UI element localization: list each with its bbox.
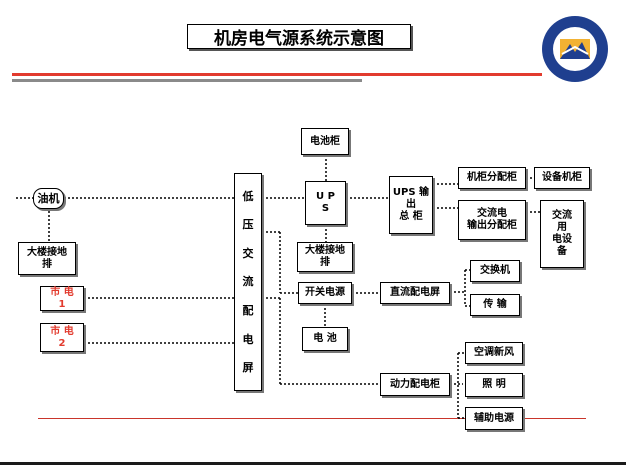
network-switch-node: 交换机 bbox=[470, 260, 520, 282]
dc-panel-node: 直流配电屏 bbox=[380, 282, 450, 304]
rack-distribution-node: 机柜分配柜 bbox=[458, 167, 526, 189]
lighting-node: 照 明 bbox=[465, 373, 523, 397]
header-rule-gray bbox=[12, 79, 362, 82]
mains-1-line2: 1 bbox=[58, 298, 66, 310]
switch-power-node: 开关电源 bbox=[298, 282, 352, 304]
ups-output-panel-node: UPS 输 出 总 柜 bbox=[389, 176, 433, 234]
ac-distribution-line1: 交流电 bbox=[477, 208, 507, 219]
equipment-rack-node: 设备机柜 bbox=[534, 167, 590, 189]
mains-2-node: 市 电 2 bbox=[40, 323, 84, 352]
ac-distribution-line2: 输出分配柜 bbox=[467, 220, 517, 231]
low-voltage-char-2: 压 bbox=[242, 218, 254, 232]
battery-node: 电 池 bbox=[302, 327, 348, 351]
footer-rule-red bbox=[38, 418, 586, 419]
low-voltage-char-1: 低 bbox=[242, 189, 254, 203]
low-voltage-char-5: 配 bbox=[242, 303, 254, 317]
header-rule-red bbox=[12, 73, 542, 76]
mains-2-line1: 市 电 bbox=[50, 325, 74, 337]
ground-bar-mid-node: 大楼接地 排 bbox=[297, 242, 353, 272]
low-voltage-char-6: 电 bbox=[242, 332, 254, 346]
ac-equipment-line2: 用 bbox=[557, 222, 567, 233]
ups-output-line2: 出 bbox=[406, 199, 416, 210]
ups-output-line3: 总 柜 bbox=[399, 211, 423, 222]
ground-bar-left-node: 大楼接地 排 bbox=[18, 242, 76, 275]
ac-equipment-node: 交流 用 电设 备 bbox=[540, 200, 584, 268]
ground-bar-left-line1: 大楼接地 bbox=[27, 246, 67, 258]
ac-equipment-line3: 电设 bbox=[552, 234, 572, 245]
aux-power-node: 辅助电源 bbox=[465, 407, 523, 430]
low-voltage-char-7: 屏 bbox=[242, 361, 254, 375]
low-voltage-char-4: 流 bbox=[242, 275, 254, 289]
ground-bar-mid-line1: 大楼接地 bbox=[305, 245, 345, 256]
ups-output-line1: UPS 输 bbox=[392, 187, 430, 198]
low-voltage-char-3: 交 bbox=[242, 246, 254, 260]
ac-equipment-line1: 交流 bbox=[552, 210, 572, 221]
battery-cabinet-node: 电池柜 bbox=[301, 128, 349, 155]
mains-1-node: 市 电 1 bbox=[40, 286, 84, 311]
footer-rule-black bbox=[0, 462, 626, 465]
association-logo bbox=[540, 14, 610, 84]
ground-bar-left-line2: 排 bbox=[42, 258, 52, 270]
ups-node: U P S bbox=[305, 181, 346, 225]
ups-line2: S bbox=[321, 203, 330, 214]
ac-equipment-line4: 备 bbox=[557, 246, 567, 257]
low-voltage-panel-node: 低 压 交 流 配 电 屏 bbox=[234, 173, 262, 391]
power-distribution-node: 动力配电柜 bbox=[380, 373, 450, 396]
ac-distribution-node: 交流电 输出分配柜 bbox=[458, 200, 526, 240]
hvac-node: 空调新风 bbox=[465, 342, 523, 364]
ups-line1: U P bbox=[316, 191, 335, 202]
diagram-title: 机房电气源系统示意图 bbox=[187, 24, 411, 49]
ground-bar-mid-line2: 排 bbox=[320, 257, 330, 268]
mains-2-line2: 2 bbox=[58, 337, 66, 349]
oil-engine-node: 油机 bbox=[33, 188, 64, 209]
mains-1-line1: 市 电 bbox=[50, 286, 74, 298]
transmission-node: 传 输 bbox=[470, 294, 520, 316]
